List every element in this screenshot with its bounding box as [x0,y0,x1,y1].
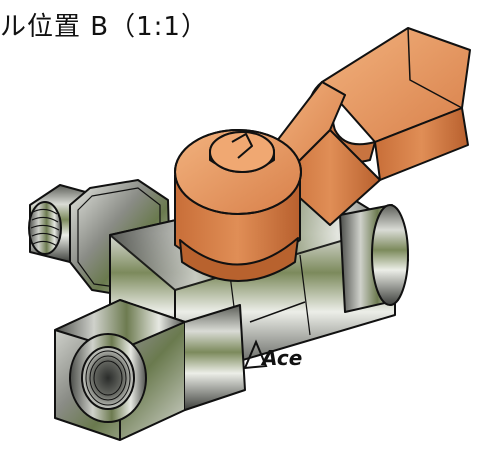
view-caption: ル位置 B（1:1） [0,12,208,42]
logo-text: Ace [260,346,302,370]
right-fitting [339,204,409,313]
logo-mark: Ace [243,339,302,370]
front-hex-nut [54,299,246,441]
handle-lever [174,27,471,282]
